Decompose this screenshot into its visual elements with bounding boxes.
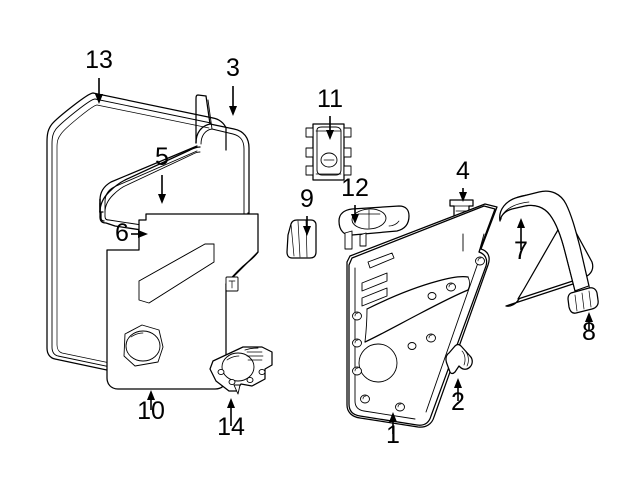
part-speaker-grille bbox=[209, 346, 273, 395]
callout-label-14: 14 bbox=[217, 413, 245, 441]
callout-label-8: 8 bbox=[582, 318, 596, 346]
callout-label-9: 9 bbox=[300, 185, 314, 213]
part-window-guide-bracket bbox=[305, 123, 352, 181]
part-handle-end-cap bbox=[567, 287, 599, 314]
window-frame-verticals bbox=[195, 94, 207, 144]
callout-label-7: 7 bbox=[514, 237, 528, 265]
panel-screw-bosses bbox=[352, 256, 485, 412]
callout-label-12: 12 bbox=[341, 174, 369, 202]
callout-label-13: 13 bbox=[85, 46, 113, 74]
callout-label-11: 11 bbox=[317, 85, 343, 113]
part-door-trim-panel bbox=[346, 203, 498, 428]
callout-label-2: 2 bbox=[451, 388, 465, 416]
part-handle-bezel bbox=[338, 205, 410, 250]
callout-label-4: 4 bbox=[456, 157, 470, 185]
callout-label-10: 10 bbox=[137, 397, 165, 425]
part-outer-door-seal bbox=[46, 92, 227, 383]
part-push-pin-retainer bbox=[445, 343, 473, 375]
part-switch-cover-cap bbox=[286, 219, 317, 259]
callout-labels: 1 2 3 4 5 6 7 8 9 10 11 12 13 14 bbox=[85, 46, 596, 449]
callout-label-5: 5 bbox=[155, 143, 169, 171]
callout-label-3: 3 bbox=[226, 54, 240, 82]
callout-leaders bbox=[95, 78, 593, 434]
part-water-shield bbox=[106, 213, 259, 390]
callout-label-6: 6 bbox=[115, 219, 129, 247]
callout-label-1: 1 bbox=[386, 421, 400, 449]
